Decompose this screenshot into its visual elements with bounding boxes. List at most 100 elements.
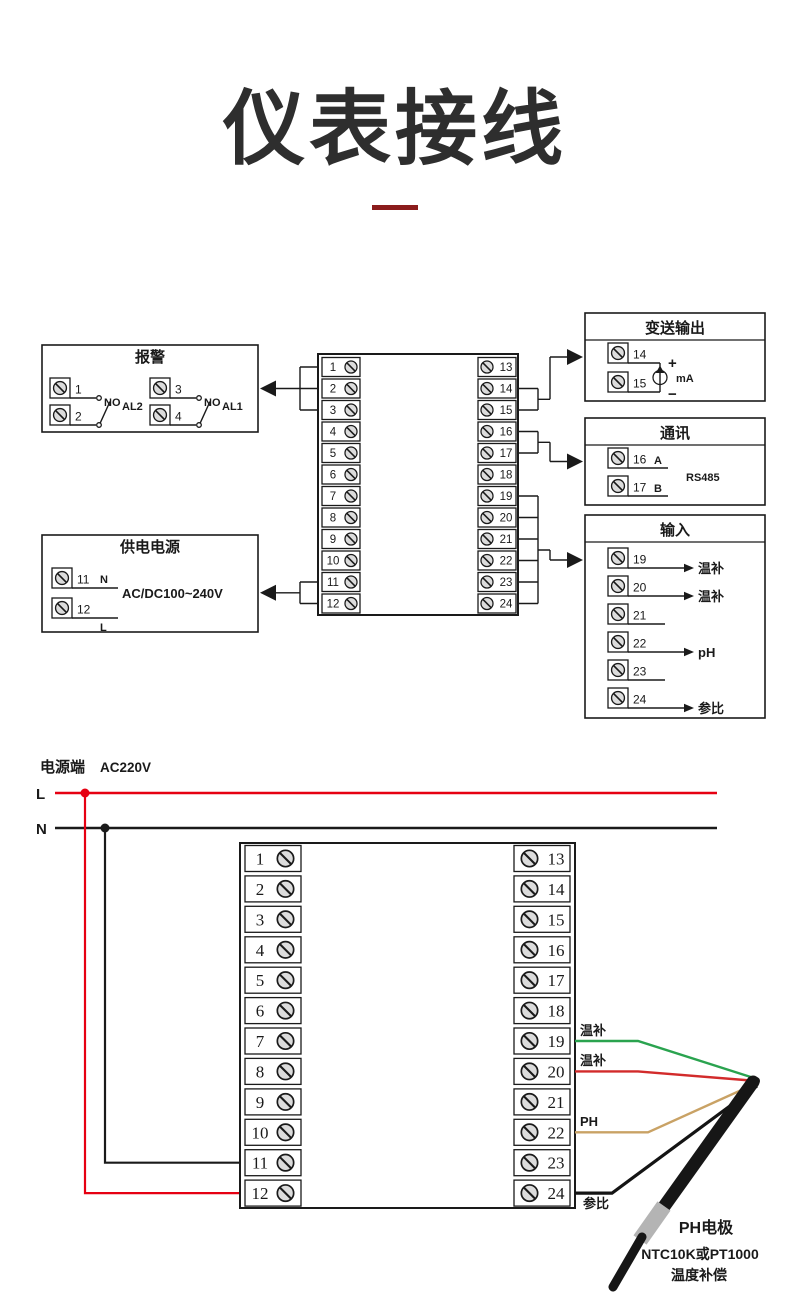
screw-terminal-icon: [344, 532, 358, 546]
wire24-label: 参比: [583, 1196, 609, 1211]
terminal-cell: 23: [477, 571, 517, 593]
bracket-alarm: [276, 366, 318, 411]
connection-arrows: [260, 349, 583, 605]
al1-label: AL1: [222, 401, 243, 413]
terminal-number: 24: [548, 1184, 566, 1203]
sensor-wires: 温补 温补 PH 参比: [575, 1023, 758, 1211]
screw-terminal-icon: [344, 553, 358, 568]
screw-terminal-icon: [344, 596, 358, 611]
terminal-cell: 4: [321, 421, 361, 442]
terminal-cell: 1: [244, 844, 302, 873]
relay-contact-al2: NO AL2: [96, 395, 143, 428]
terminal-number: 15: [633, 377, 647, 391]
terminal-cell: 23: [513, 1149, 571, 1177]
terminal-cell: 3: [244, 905, 302, 933]
screw-terminal-icon: [520, 1031, 539, 1051]
rs485-label: RS485: [686, 472, 720, 484]
terminal-cell: 6: [244, 996, 302, 1025]
terminal-cell: 12: [244, 1179, 302, 1207]
terminal-cell: 22: [477, 550, 517, 571]
screw-terminal-icon: [276, 910, 295, 929]
screw-terminal-icon: [520, 1153, 539, 1172]
screw-terminal-icon: [480, 489, 494, 503]
screw-terminal-icon: [520, 1001, 539, 1020]
terminal-cell: 15: [607, 371, 660, 393]
terminal-cell: 21: [513, 1088, 571, 1116]
rail-n-label: N: [36, 821, 47, 838]
screw-terminal-icon: [480, 360, 494, 374]
alarm-title: 报警: [135, 348, 165, 366]
terminal-cell: 16: [477, 421, 517, 442]
terminal-cell: 1: [321, 356, 361, 378]
terminal-cell: 8: [321, 507, 361, 528]
terminal-cell: 8: [244, 1057, 302, 1086]
terminal-number: 2: [75, 410, 82, 424]
voltage-label: AC/DC100~240V: [122, 586, 223, 601]
relay-contact-al1: NO AL1: [196, 395, 243, 428]
terminal-number: 10: [252, 1123, 269, 1142]
terminal-number: 24: [500, 599, 513, 611]
temp-comp-label: 温补: [698, 561, 724, 576]
terminal-number: 4: [330, 427, 337, 439]
terminal-cell: 10: [321, 550, 361, 571]
screw-terminal-icon: [480, 424, 494, 439]
screw-terminal-icon: [480, 575, 494, 589]
terminal-cell: 5: [244, 966, 302, 994]
title-underline: [372, 205, 418, 210]
terminal-cell: 1: [49, 377, 96, 399]
terminal-cell: 17: [513, 966, 571, 994]
screw-terminal-icon: [276, 940, 295, 960]
terminal-cell: 22: [513, 1118, 571, 1146]
screw-terminal-icon: [520, 1123, 539, 1142]
bracket-comm: [518, 430, 567, 463]
terminal-number: 12: [327, 599, 340, 611]
temp-comp-wire-red: [575, 1070, 758, 1083]
upper-diagram: 报警 NO AL2 NO AL1 供电电源 N L AC/DC100~240V: [41, 312, 766, 719]
terminal-cell: 21: [477, 528, 517, 550]
terminal-number: 18: [500, 470, 513, 482]
terminal-number: 1: [256, 850, 265, 869]
screw-terminal-icon: [610, 478, 626, 494]
terminal-cell: 24: [513, 1179, 571, 1207]
terminal-number: 14: [548, 880, 566, 899]
n-drop-wire: [103, 828, 240, 1164]
terminal-number: 10: [327, 556, 340, 568]
screw-terminal-icon: [344, 360, 358, 374]
screw-terminal-icon: [610, 578, 626, 594]
terminal-cell: 13: [477, 356, 517, 378]
screw-terminal-icon: [276, 1092, 295, 1112]
screw-terminal-icon: [152, 407, 168, 423]
terminal-number: 23: [548, 1154, 565, 1173]
ma-label: mA: [676, 373, 694, 385]
reference-label: 参比: [698, 701, 724, 716]
terminal-cell: 20: [513, 1057, 571, 1086]
probe-shaft: [651, 1075, 760, 1222]
screw-terminal-icon: [520, 879, 539, 899]
terminal-number: 3: [175, 383, 182, 397]
rs485-a-label: A: [654, 455, 662, 467]
terminal-cell: 9: [321, 528, 361, 550]
terminal-number: 8: [256, 1062, 265, 1081]
terminal-number: 18: [548, 1002, 565, 1021]
terminal-number: 20: [548, 1062, 565, 1081]
terminal-number: 21: [633, 609, 647, 623]
probe-name-label: PH电极: [679, 1218, 734, 1237]
terminal-cell: 4: [149, 404, 196, 426]
terminal-number: 22: [500, 556, 513, 568]
terminal-cell: 18: [477, 464, 517, 485]
terminal-cell: 15: [513, 905, 571, 933]
terminal-number: 17: [548, 971, 566, 990]
minus-sign: −: [668, 386, 677, 403]
terminal-number: 2: [256, 880, 265, 899]
screw-terminal-icon: [610, 606, 626, 622]
terminal-number: 16: [548, 941, 565, 960]
terminal-cell: 11: [321, 571, 361, 593]
ph-wire: [575, 1081, 758, 1134]
comm-title: 通讯: [660, 425, 690, 442]
screw-terminal-icon: [610, 550, 626, 566]
